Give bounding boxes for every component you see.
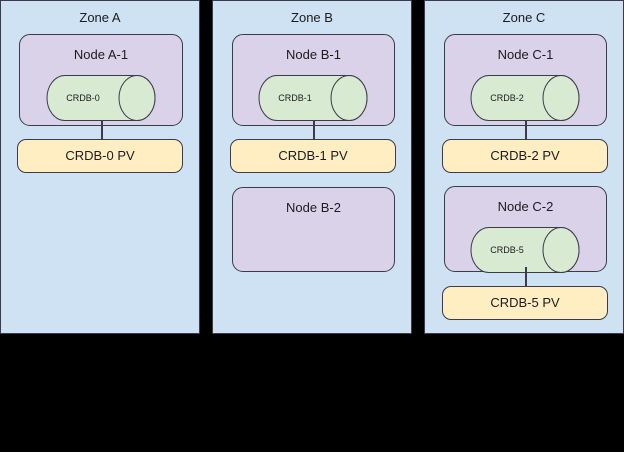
node-label: Node C-1 xyxy=(497,47,554,62)
database-label: CRDB-2 xyxy=(490,93,524,103)
database-cylinder[interactable]: CRDB-0 xyxy=(46,75,156,121)
database-label: CRDB-0 xyxy=(66,93,100,103)
persistent-volume[interactable]: CRDB-2 PV xyxy=(442,139,608,173)
database-cylinder-shape xyxy=(470,227,580,273)
database-cylinder-shape xyxy=(470,75,580,121)
node-pv-connector xyxy=(313,120,315,140)
persistent-volume-label: CRDB-0 PV xyxy=(65,148,135,163)
node-node-b-2[interactable]: Node B-2 xyxy=(232,187,395,272)
database-label: CRDB-5 xyxy=(490,245,524,255)
persistent-volume[interactable]: CRDB-1 PV xyxy=(230,139,396,173)
persistent-volume-label: CRDB-2 PV xyxy=(490,148,560,163)
node-label: Node C-2 xyxy=(497,199,554,214)
database-cylinder[interactable]: CRDB-2 xyxy=(470,75,580,121)
database-cylinder[interactable]: CRDB-5 xyxy=(470,227,580,273)
node-label: Node B-2 xyxy=(286,200,341,215)
node-pv-connector xyxy=(525,120,527,140)
database-cylinder[interactable]: CRDB-1 xyxy=(258,75,368,121)
database-cylinder-shape xyxy=(46,75,156,121)
node-label: Node B-1 xyxy=(286,47,341,62)
node-pv-connector xyxy=(525,267,527,287)
zone-label: Zone C xyxy=(502,10,546,25)
database-cylinder-shape xyxy=(258,75,368,121)
persistent-volume[interactable]: CRDB-0 PV xyxy=(17,139,183,173)
zone-label: Zone B xyxy=(291,10,333,25)
zone-label: Zone A xyxy=(79,10,121,25)
node-pv-connector xyxy=(101,120,103,140)
persistent-volume-label: CRDB-1 PV xyxy=(278,148,348,163)
persistent-volume-label: CRDB-5 PV xyxy=(490,295,560,310)
database-label: CRDB-1 xyxy=(278,93,312,103)
persistent-volume[interactable]: CRDB-5 PV xyxy=(442,286,608,320)
node-label: Node A-1 xyxy=(73,47,129,62)
